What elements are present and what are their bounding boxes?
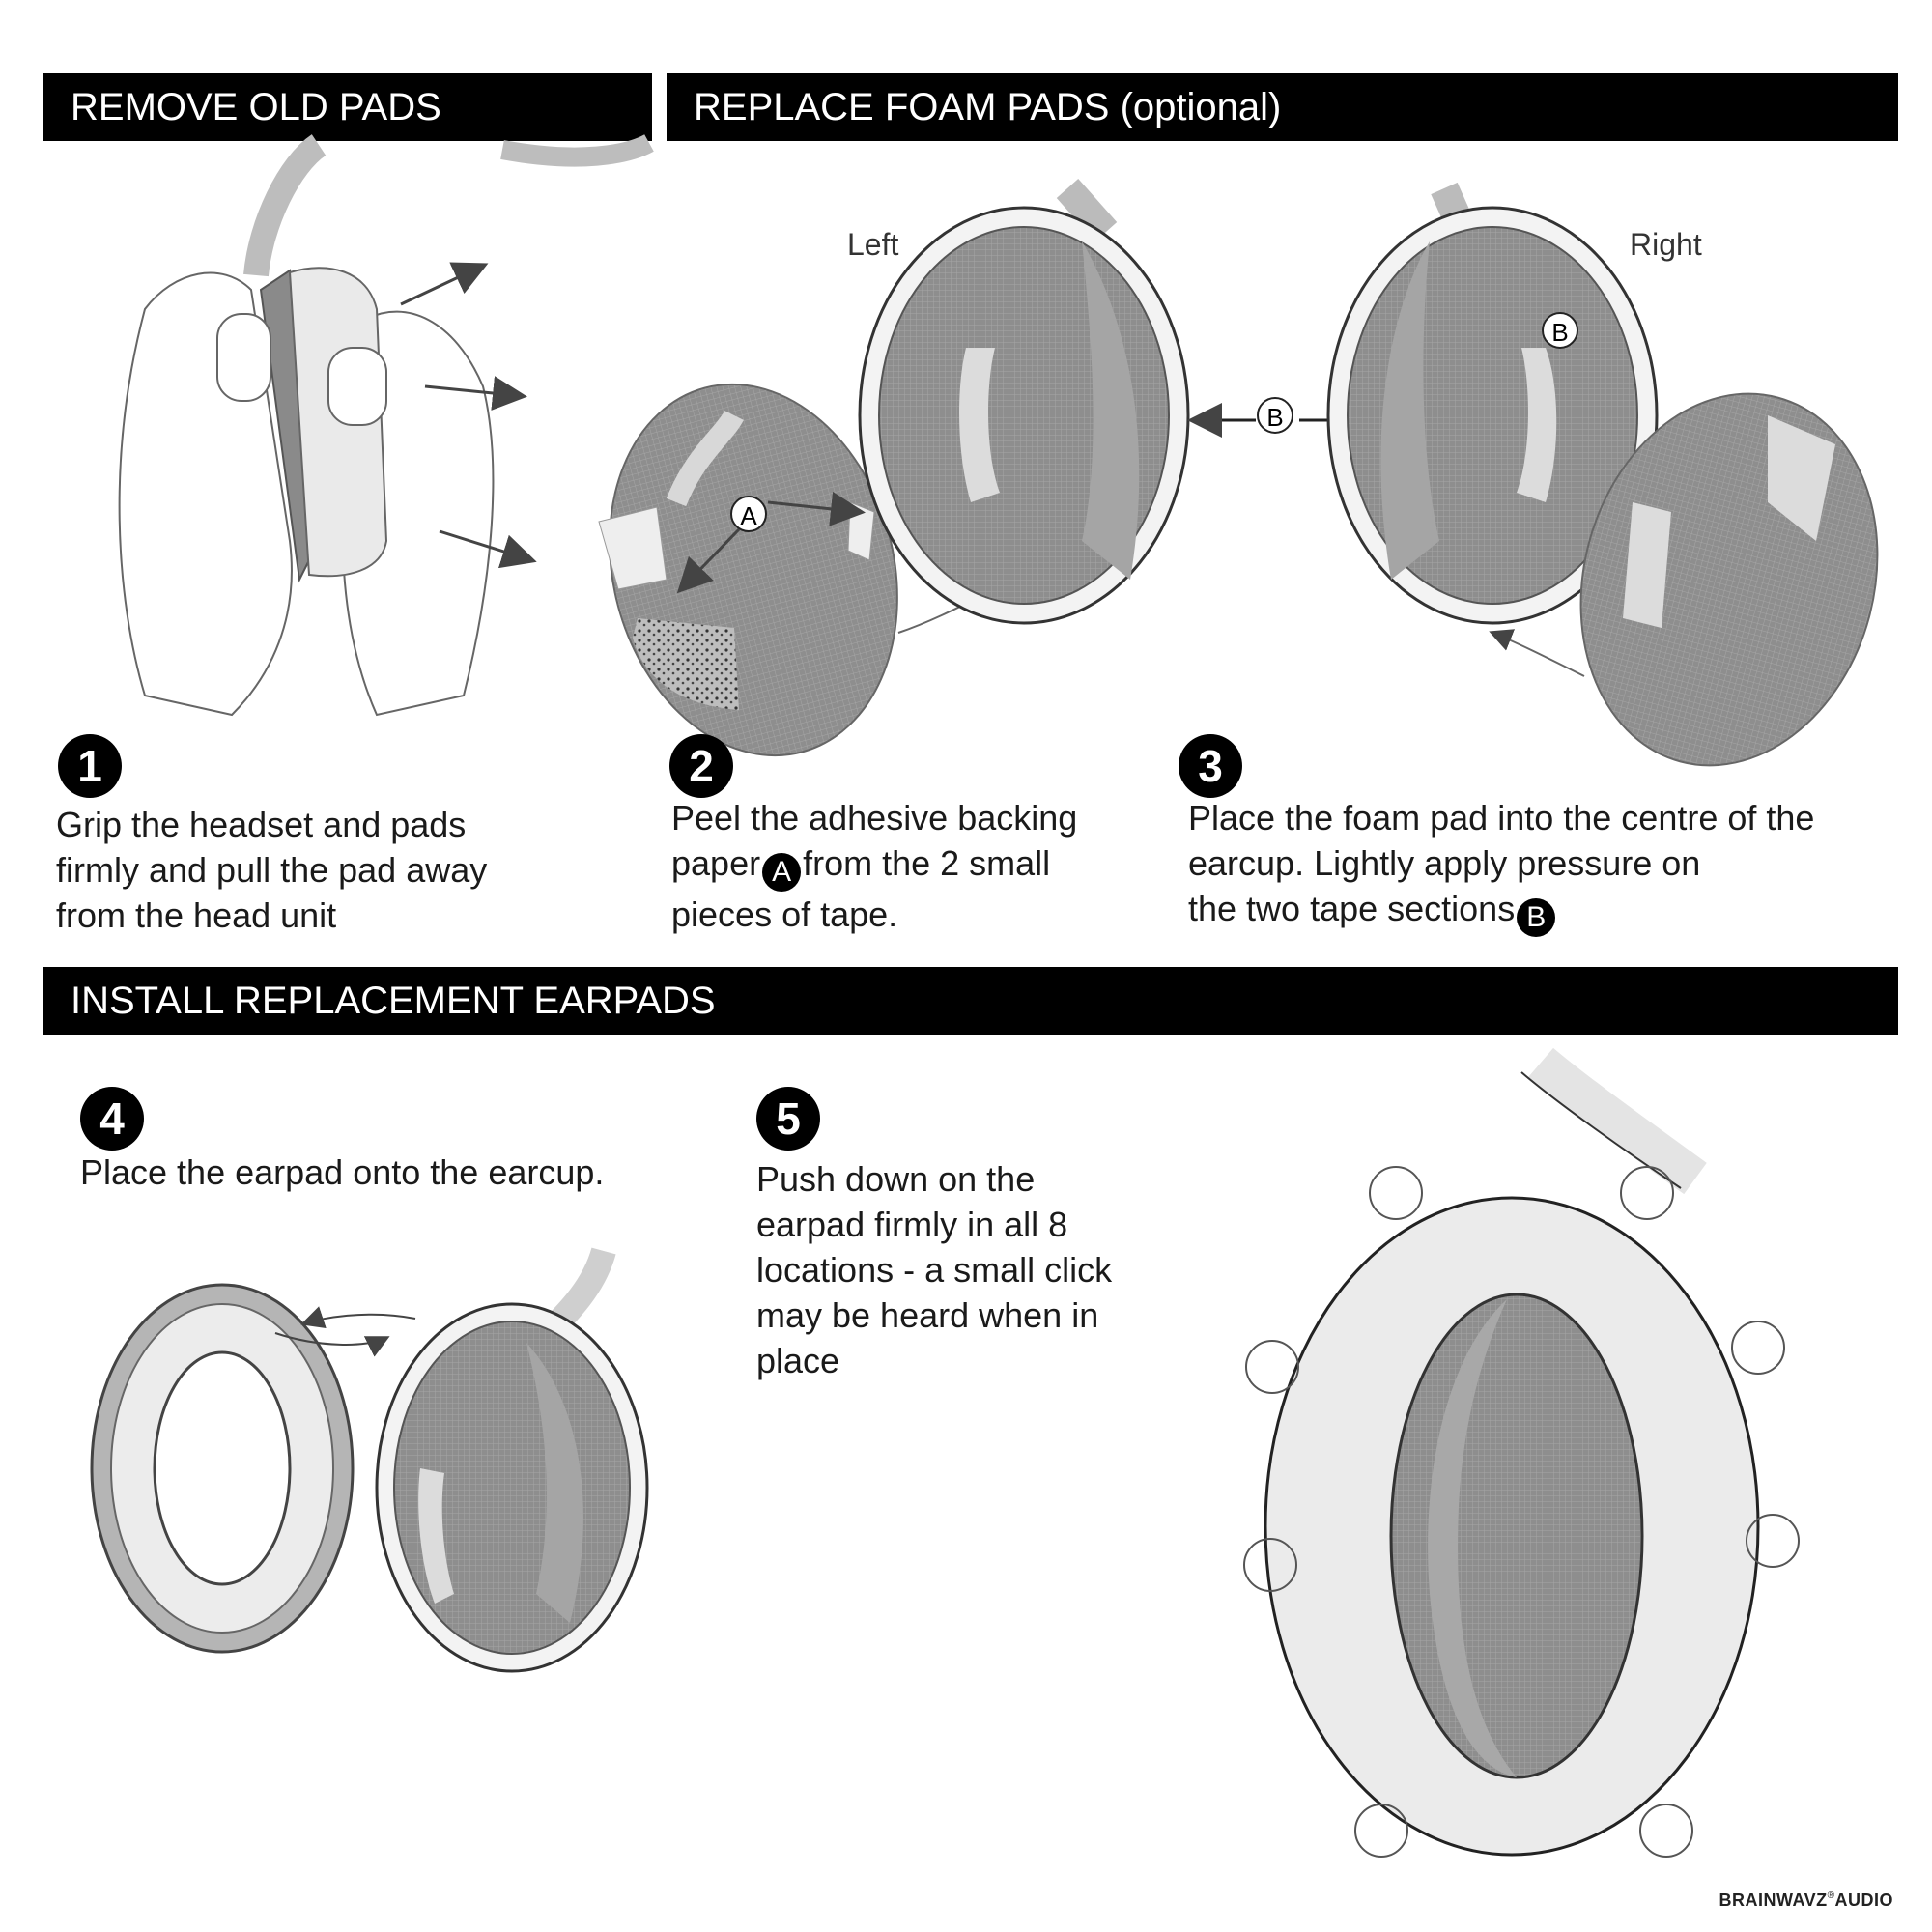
- svg-text:B: B: [1266, 403, 1283, 432]
- left-earcup-illustration: [858, 179, 1190, 625]
- callout-a-badge: A: [762, 853, 802, 892]
- step-3-number: 3: [1179, 734, 1242, 798]
- callout-a-left: A: [740, 501, 757, 530]
- callout-b-center: B: [1187, 397, 1363, 438]
- step-1-number: 1: [58, 734, 122, 798]
- right-label: Right: [1630, 227, 1702, 262]
- step-1-text: Grip the headset and pads firmly and pul…: [56, 805, 488, 935]
- press-location-3: [1245, 1340, 1299, 1394]
- hands-removing-pad-illustration: [118, 134, 654, 717]
- large-earpad-illustration: [1264, 1047, 1760, 1857]
- rotate-arrow-icon: [274, 1306, 416, 1357]
- press-location-6: [1746, 1514, 1800, 1568]
- press-location-8: [1639, 1804, 1693, 1858]
- press-location-markers: [1243, 1166, 1800, 1858]
- section-header-remove: REMOVE OLD PADS: [43, 73, 652, 141]
- press-location-2: [1620, 1166, 1674, 1220]
- section-header-replace: REPLACE FOAM PADS (optional): [667, 73, 1898, 141]
- install-earcup-illustration: [375, 1247, 649, 1673]
- section-header-install: INSTALL REPLACEMENT EARPADS: [43, 967, 1898, 1035]
- step-4-number: 4: [80, 1087, 144, 1151]
- left-foam-pad-illustration: A: [598, 383, 989, 757]
- left-label: Left: [847, 227, 899, 262]
- callout-b-badge: B: [1517, 898, 1556, 937]
- step-3-text: Place the foam pad into the centre of th…: [1188, 795, 1814, 937]
- step-2-number: 2: [669, 734, 733, 798]
- press-location-5: [1243, 1538, 1297, 1592]
- press-location-4: [1731, 1321, 1785, 1375]
- right-foam-pad-illustration: [1489, 392, 1879, 767]
- press-location-7: [1354, 1804, 1408, 1858]
- press-location-1: [1369, 1166, 1423, 1220]
- svg-text:B: B: [1551, 318, 1568, 347]
- step-5-text: Push down on the earpad firmly in all 8 …: [756, 1159, 1113, 1380]
- earpad-ring-illustration: [90, 1283, 355, 1654]
- step-4-text: Place the earpad onto the earcup.: [80, 1152, 605, 1192]
- brand-logo: BRAINWAVZ®AUDIO: [1719, 1890, 1893, 1910]
- right-earcup-illustration: B: [1326, 182, 1659, 625]
- step-5-number: 5: [756, 1087, 820, 1151]
